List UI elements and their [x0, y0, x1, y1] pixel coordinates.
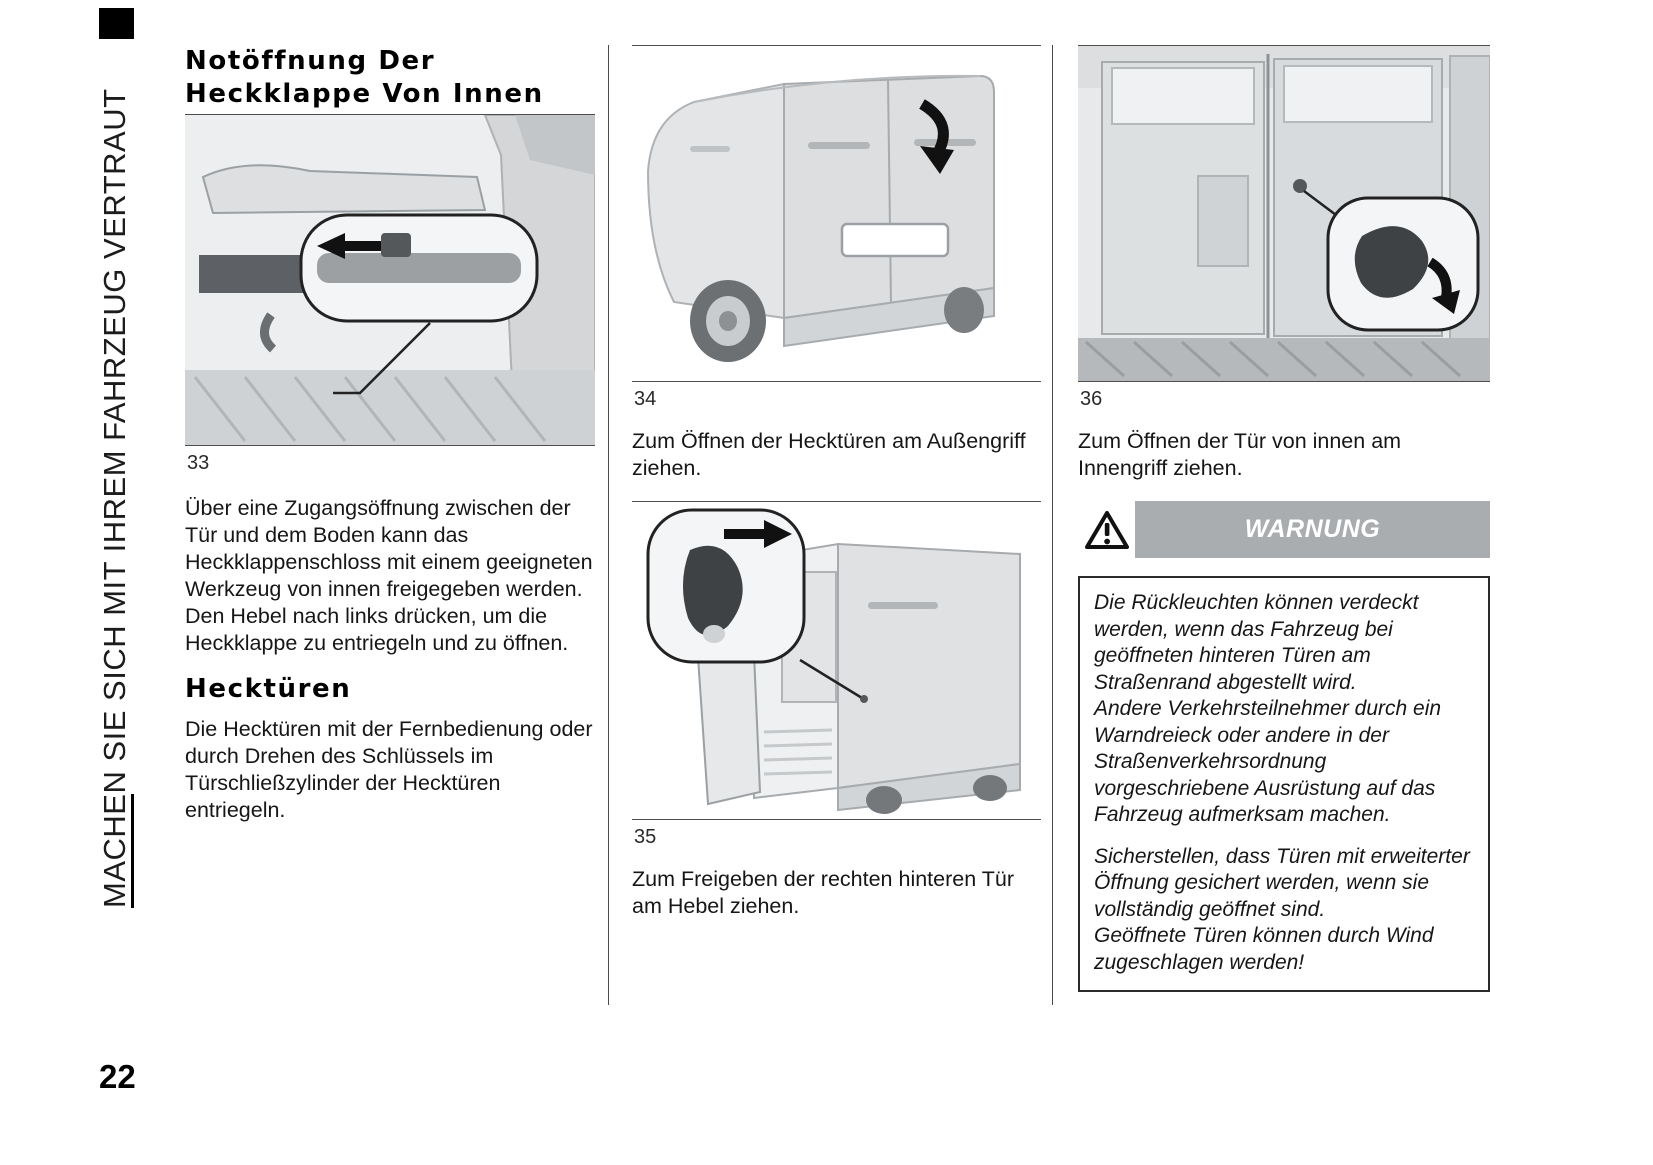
floor-hook-shape — [260, 312, 277, 353]
interior-doors-drawing — [1078, 46, 1490, 381]
arrow-down-right-icon — [1427, 257, 1460, 314]
callout-leader-line — [1303, 190, 1341, 219]
arrow-left-icon — [317, 233, 381, 259]
warning-paragraph: Geöffnete Türen können durch Wind zugesc… — [1094, 924, 1434, 974]
chapter-tab-marker — [99, 8, 134, 39]
column-3: 36 Zum Öffnen der Tür von innen am Innen… — [1078, 45, 1490, 992]
figure-34-top-rule — [632, 45, 1041, 46]
warning-paragraph: Andere Verkehrsteilnehmer durch ein Warn… — [1094, 697, 1442, 826]
van-rear-view-drawing — [632, 46, 1041, 381]
door-lock-knob — [1293, 179, 1307, 193]
figure-34-illustration — [632, 46, 1041, 381]
column-separator-right — [1052, 45, 1053, 1005]
figure-36-bottom-rule — [1078, 381, 1490, 382]
figure-36-top-rule — [1078, 45, 1490, 46]
figure-35-bottom-rule — [632, 819, 1041, 820]
figure-33-illustration — [185, 115, 595, 445]
warning-icon — [1078, 501, 1135, 558]
figure-33-top-rule — [185, 114, 595, 115]
warning-paragraph: Die Rückleuchten können verdeckt werden,… — [1094, 591, 1419, 694]
handle-callout — [1326, 196, 1480, 332]
figure-36-number: 36 — [1080, 388, 1103, 410]
arrow-open-door-icon — [919, 99, 954, 174]
figure-35-top-rule — [632, 501, 1041, 502]
figure-35-illustration — [632, 502, 1041, 819]
chapter-title-rule — [131, 794, 134, 908]
arrow-right-icon — [724, 520, 792, 548]
lever-callout — [299, 213, 539, 323]
caption-hecktueren-aussengriff: Zum Öffnen der Hecktüren am Außengriff z… — [632, 429, 1026, 480]
column-2: 34 Zum Öffnen der Hecktüren am Außengrif… — [632, 45, 1041, 920]
cargo-interior-drawing — [185, 115, 595, 445]
paragraph-hecktueren-unlock: Die Hecktüren mit der Fernbedienung oder… — [185, 717, 593, 822]
closed-door-panel — [837, 542, 1021, 790]
warning-header: WARNUNG — [1078, 501, 1490, 558]
column-1: Notöffnung Der Heckklappe Von Innen — [185, 45, 595, 824]
figure-36: 36 — [1078, 45, 1490, 411]
figure-34-number: 34 — [634, 388, 657, 410]
warning-title: WARNUNG — [1244, 515, 1381, 543]
figure-33-bottom-rule — [185, 445, 595, 446]
section-heading-hecktueren: Hecktüren — [185, 674, 352, 704]
release-lever-shape — [682, 545, 743, 636]
inner-handle-shape — [1354, 226, 1429, 298]
page-number: 22 — [99, 1058, 136, 1095]
figure-33-number: 33 — [187, 452, 210, 474]
figure-35: 35 — [632, 501, 1041, 849]
lever-callout — [646, 508, 806, 664]
figure-34-bottom-rule — [632, 381, 1041, 382]
figure-36-illustration — [1078, 46, 1490, 381]
paragraph-access-opening: Über eine Zugangsöffnung zwischen der Tü… — [185, 496, 593, 601]
figure-34: 34 — [632, 45, 1041, 411]
license-plate-recess — [840, 222, 950, 258]
caption-innengriff: Zum Öffnen der Tür von innen am Innengri… — [1078, 429, 1402, 480]
section-heading-notoeffnung: Notöffnung Der Heckklappe Von Innen — [185, 46, 544, 109]
caption-rechte-tuer-hebel: Zum Freigeben der rechten hinteren Tür a… — [632, 867, 1015, 918]
figure-33: 33 — [185, 114, 595, 475]
paragraph-lever-left: Den Hebel nach links drücken, um die Hec… — [185, 604, 569, 655]
chapter-title-vertical: MACHEN SIE SICH MIT IHREM FAHRZEUG VERTR… — [97, 88, 132, 908]
open-rear-door-drawing — [632, 502, 1041, 819]
warning-body: Die Rückleuchten können verdeckt werden,… — [1078, 576, 1490, 992]
figure-35-number: 35 — [634, 826, 657, 848]
callout-leader-line — [799, 658, 863, 700]
callout-leader-line — [333, 322, 431, 395]
column-separator-left — [608, 45, 609, 1005]
warning-paragraph: Sicherstellen, dass Türen mit erweiterte… — [1094, 844, 1470, 921]
